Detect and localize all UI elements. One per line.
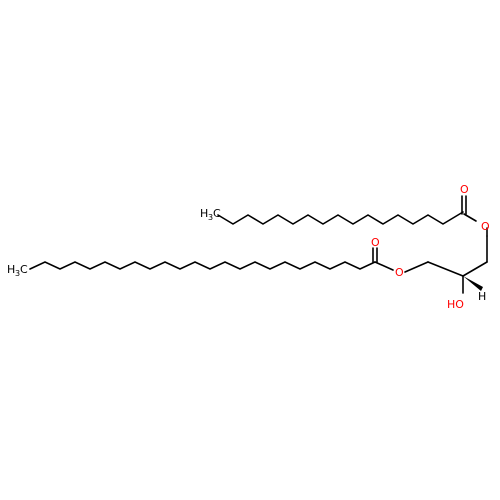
svg-text:3: 3 (15, 269, 20, 278)
lower-acyl-chain (29, 247, 483, 294)
svg-text:C: C (213, 207, 221, 220)
lower-ester-oxygen: O (395, 266, 404, 279)
lower-chain-bonds (29, 261, 376, 270)
upper-acyl-chain (217, 195, 488, 277)
glycerol-bond-3 (427, 261, 464, 277)
upper-methyl-label: H 3 C (200, 207, 221, 222)
svg-text:C: C (20, 263, 28, 276)
lower-ester-to-ch2 (404, 261, 429, 273)
svg-text:3: 3 (208, 213, 213, 222)
upper-ester-oxygen: O (481, 220, 490, 233)
hydroxyl-label: HO (447, 298, 464, 311)
stereo-wedge (463, 276, 483, 291)
lower-carbonyl-oxygen: O (371, 236, 380, 249)
svg-text:H: H (200, 207, 208, 220)
upper-carbonyl-oxygen: O (460, 183, 469, 196)
upper-ester-bond (463, 213, 477, 222)
glycerol-bond-2 (462, 261, 488, 277)
lower-methyl-label: H 3 C (7, 263, 28, 278)
svg-text:H: H (7, 263, 15, 276)
stereo-hydrogen: H (478, 290, 486, 303)
lower-ester-bond (374, 261, 394, 271)
upper-chain-bonds (217, 211, 464, 225)
